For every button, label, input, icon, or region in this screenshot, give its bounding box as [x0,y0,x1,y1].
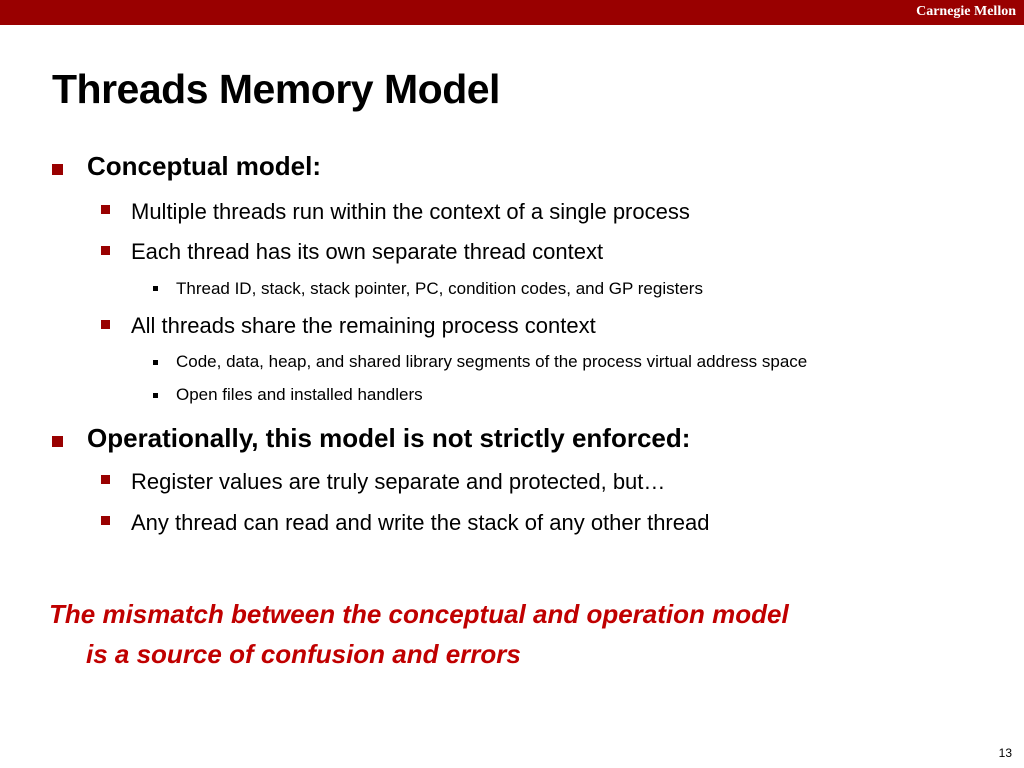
bullet-square-icon [52,164,63,175]
bullet-square-icon [153,393,158,398]
bullet-level3: Thread ID, stack, stack pointer, PC, con… [176,279,703,298]
slide-title: Threads Memory Model [52,66,500,112]
bullet-level2: Each thread has its own separate thread … [131,239,604,264]
bullet-level2: Multiple threads run within the context … [131,199,690,224]
bullet-level2: All threads share the remaining process … [131,313,596,338]
bullet-level1: Conceptual model: [87,151,322,181]
bullet-square-icon [101,246,110,255]
page-number: 13 [998,746,1012,760]
bullet-square-icon [153,360,158,365]
header-bar: Carnegie Mellon [0,0,1024,25]
bullet-level2: Any thread can read and write the stack … [131,510,710,535]
bullet-square-icon [101,516,110,525]
bullet-level1: Operationally, this model is not strictl… [87,423,691,453]
bullet-square-icon [153,286,158,291]
bullet-level3: Code, data, heap, and shared library seg… [176,352,808,371]
bullet-level3: Open files and installed handlers [176,385,423,404]
bullet-square-icon [101,205,110,214]
takeaway-line2: is a source of confusion and errors [86,639,521,669]
takeaway-note: The mismatch between the conceptual and … [49,594,789,674]
bullet-square-icon [101,475,110,484]
bullet-level2: Register values are truly separate and p… [131,469,666,494]
organization-label: Carnegie Mellon [916,4,1016,19]
takeaway-line1: The mismatch between the conceptual and … [49,599,789,629]
bullet-square-icon [52,436,63,447]
bullet-square-icon [101,320,110,329]
